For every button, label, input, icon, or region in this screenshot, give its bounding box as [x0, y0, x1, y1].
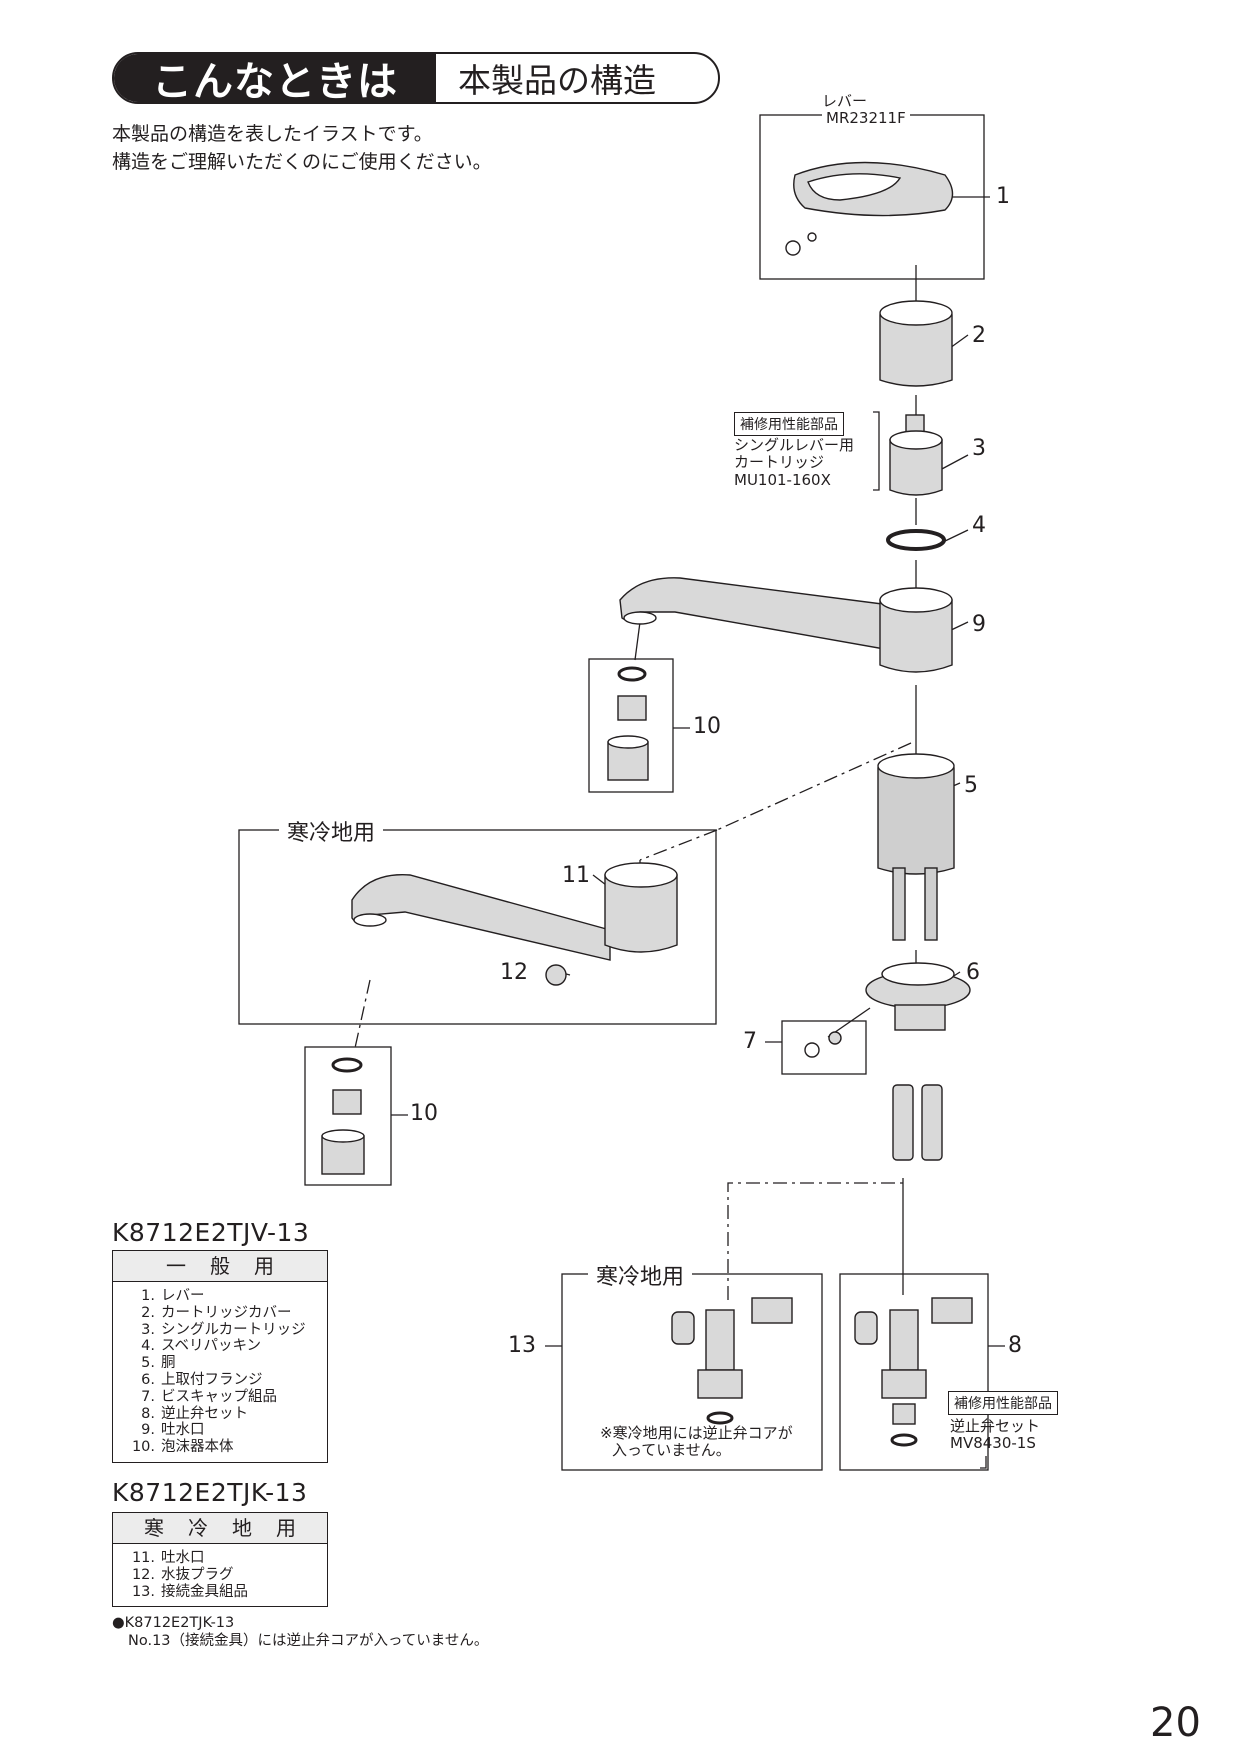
list-item: 1.レバー [141, 1288, 205, 1304]
part-number-7: 7 [743, 1029, 757, 1054]
part-number-1: 1 [996, 184, 1010, 209]
part-number-4: 4 [972, 513, 986, 538]
general-model: K8712E2TJV-13 [112, 1218, 310, 1247]
part-number-10b: 10 [410, 1101, 438, 1126]
intro-line-2: 構造をご理解いただくのにご使用ください。 [112, 151, 492, 173]
section-label: こんなときは [114, 54, 436, 102]
section-title: こんなときは 本製品の構造 [112, 52, 720, 104]
cold-region-label-2: 寒冷地用 [588, 1259, 693, 1291]
page-number: 20 [1150, 1700, 1201, 1746]
intro-line-1: 本製品の構造を表したイラストです。 [112, 123, 433, 145]
cartridge-code: MU101-160X [734, 471, 831, 489]
check-valve-code: MV8430-1S [950, 1434, 1036, 1452]
part-number-3: 3 [972, 436, 986, 461]
list-item: 2.カートリッジカバー [141, 1304, 292, 1321]
list-item: 8.逆止弁セット [141, 1405, 248, 1422]
cold-heading: 寒冷地用 [113, 1513, 327, 1544]
part-number-5: 5 [964, 773, 978, 798]
list-item: 10.泡沫器本体 [131, 1439, 234, 1456]
list-item: 6.上取付フランジ [141, 1371, 263, 1388]
list-item: 12.水抜プラグ [131, 1566, 234, 1583]
part-number-11: 11 [562, 863, 590, 888]
cold-region-label: 寒冷地用 [279, 815, 384, 847]
part-number-10a: 10 [693, 714, 721, 739]
list-item: 3.シングルカートリッジ [141, 1321, 306, 1338]
cold-note-1: ※寒冷地用には逆止弁コアが [600, 1424, 793, 1442]
list-item: 13.接続金具組品 [131, 1583, 248, 1600]
aerator-box-1 [588, 658, 674, 793]
page-title: 本製品の構造 [458, 61, 656, 100]
part-number-6: 6 [966, 960, 980, 985]
check-valve-label: 逆止弁セット [950, 1417, 1041, 1435]
list-item: 11.吐水口 [131, 1550, 205, 1566]
check-valve-box [839, 1273, 989, 1471]
cold-spout-box [238, 829, 717, 1025]
cold-note-2: 入っていません。 [612, 1441, 731, 1459]
screw-cap-box [781, 1020, 867, 1075]
general-parts-table: 一般用 1.レバー 2.カートリッジカバー 3.シングルカートリッジ 4.スベリ… [112, 1250, 328, 1463]
cartridge-label-2: カートリッジ [734, 453, 825, 471]
cold-parts-table: 寒冷地用 11.吐水口 12.水抜プラグ 13.接続金具組品 [112, 1512, 328, 1608]
lever-code: MR23211F [822, 110, 910, 127]
part-number-8: 8 [1008, 1333, 1022, 1358]
list-item: 9.吐水口 [141, 1422, 205, 1439]
part-number-13: 13 [508, 1333, 536, 1358]
aerator-box-2 [304, 1046, 392, 1186]
repair-tag-check-valve: 補修用性能部品 [948, 1391, 1058, 1415]
list-item: 5.胴 [141, 1355, 176, 1372]
list-item: 4.スベリパッキン [141, 1338, 262, 1355]
part-number-12: 12 [500, 960, 528, 985]
part-number-2: 2 [972, 323, 986, 348]
part-number-9: 9 [972, 612, 986, 637]
general-heading: 一般用 [113, 1251, 327, 1282]
footnote-text: No.13（接続金具）には逆止弁コアが入っていません。 [128, 1633, 489, 1649]
cold-model: K8712E2TJK-13 [112, 1478, 308, 1507]
lever-label: レバー [822, 92, 868, 110]
list-item: 7.ビスキャップ組品 [141, 1388, 277, 1405]
cartridge-label-1: シングルレバー用 [734, 436, 855, 454]
footnote-model: ●K8712E2TJK-13 [112, 1615, 235, 1631]
repair-tag-cartridge: 補修用性能部品 [734, 412, 844, 436]
